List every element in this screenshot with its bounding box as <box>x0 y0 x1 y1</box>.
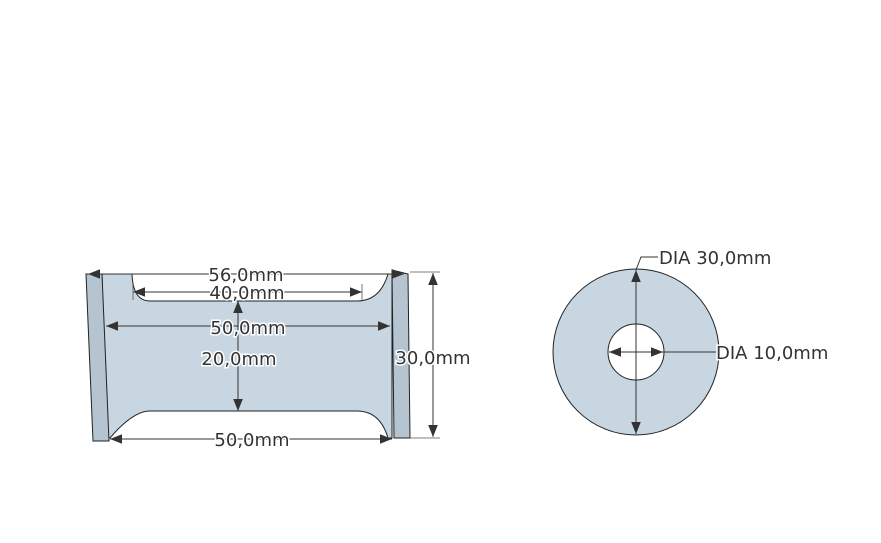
outer-diameter-label: DIA 30,0mm <box>659 248 771 269</box>
side-view: 56,0mm 40,0mm 50,0mm 20,0mm 50,0mm 30,0m… <box>85 264 472 453</box>
inner-diameter-label: DIA 10,0mm <box>716 343 828 364</box>
end-view: DIA 30,0mm DIA 10,0mm <box>552 247 830 436</box>
body-length-bottom-label: 50,0mm <box>214 430 289 451</box>
overall-length-label: 56,0mm <box>208 265 283 286</box>
outer-height-label: 30,0mm <box>395 348 470 369</box>
neck-length-label: 40,0mm <box>209 283 284 304</box>
body-length-top-label: 50,0mm <box>210 318 285 339</box>
spool-body <box>101 273 393 439</box>
outer-diameter-leader <box>635 256 658 271</box>
center-height-label: 20,0mm <box>201 349 276 370</box>
